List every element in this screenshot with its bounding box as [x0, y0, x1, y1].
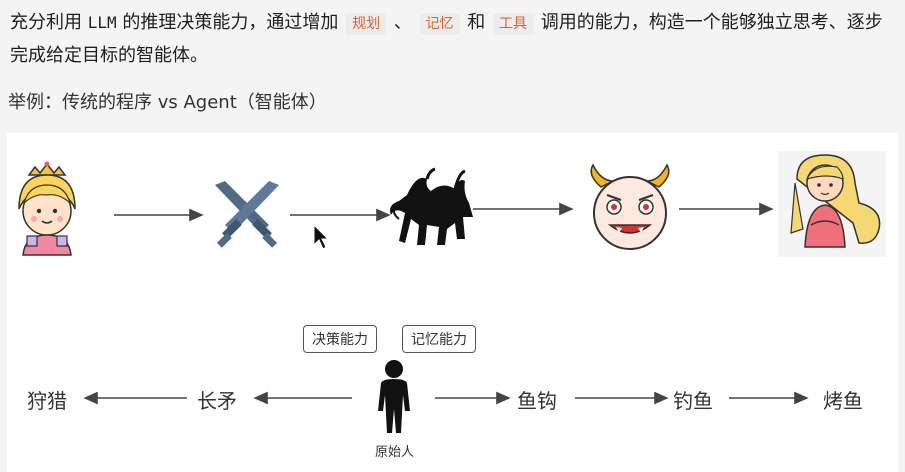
- illustration-panel: 狩猎 长矛 决策能力 记忆能力 原始人 鱼钩 钓鱼 烤鱼: [7, 133, 898, 472]
- princess-long-hair-icon: [778, 151, 886, 257]
- princess-icon: [18, 161, 76, 256]
- decision-ability-box: 决策能力: [303, 325, 377, 353]
- intro-text-2: 的推理决策能力，通过增加: [116, 12, 339, 33]
- mouse-cursor-icon: [313, 223, 330, 250]
- tag-planning: 规划: [346, 13, 387, 35]
- monster-icon: [390, 167, 473, 245]
- illustration-svg: [18, 151, 886, 433]
- intro-and: 和: [461, 12, 492, 33]
- intro-paragraph: 充分利用 LLM 的推理决策能力，通过增加 规划 、 记忆 和 工具 调用的能力…: [10, 6, 895, 72]
- label-spear: 长矛: [197, 389, 237, 413]
- label-fishhook: 鱼钩: [517, 389, 557, 413]
- label-hunting: 狩猎: [27, 389, 67, 413]
- label-grilled-fish: 烤鱼: [823, 389, 863, 413]
- caveman-icon: [378, 360, 410, 433]
- llm-term: LLM: [87, 13, 117, 32]
- intro-text-3: 调用的能力，构造一个能够独立思考、逐步完成给定目标的智能体。: [10, 12, 883, 66]
- tag-memory: 记忆: [419, 13, 460, 35]
- example-title: 举例：传统的程序 vs Agent（智能体）: [8, 92, 327, 113]
- tag-tools: 工具: [493, 13, 534, 35]
- label-fishing: 钓鱼: [673, 389, 713, 413]
- intro-sep: 、: [388, 12, 418, 33]
- intro-text-1: 充分利用: [10, 12, 88, 33]
- demon-face-icon: [590, 163, 670, 250]
- crossed-swords-icon: [215, 181, 279, 248]
- memory-ability-box: 记忆能力: [402, 325, 476, 353]
- label-caveman: 原始人: [375, 445, 415, 460]
